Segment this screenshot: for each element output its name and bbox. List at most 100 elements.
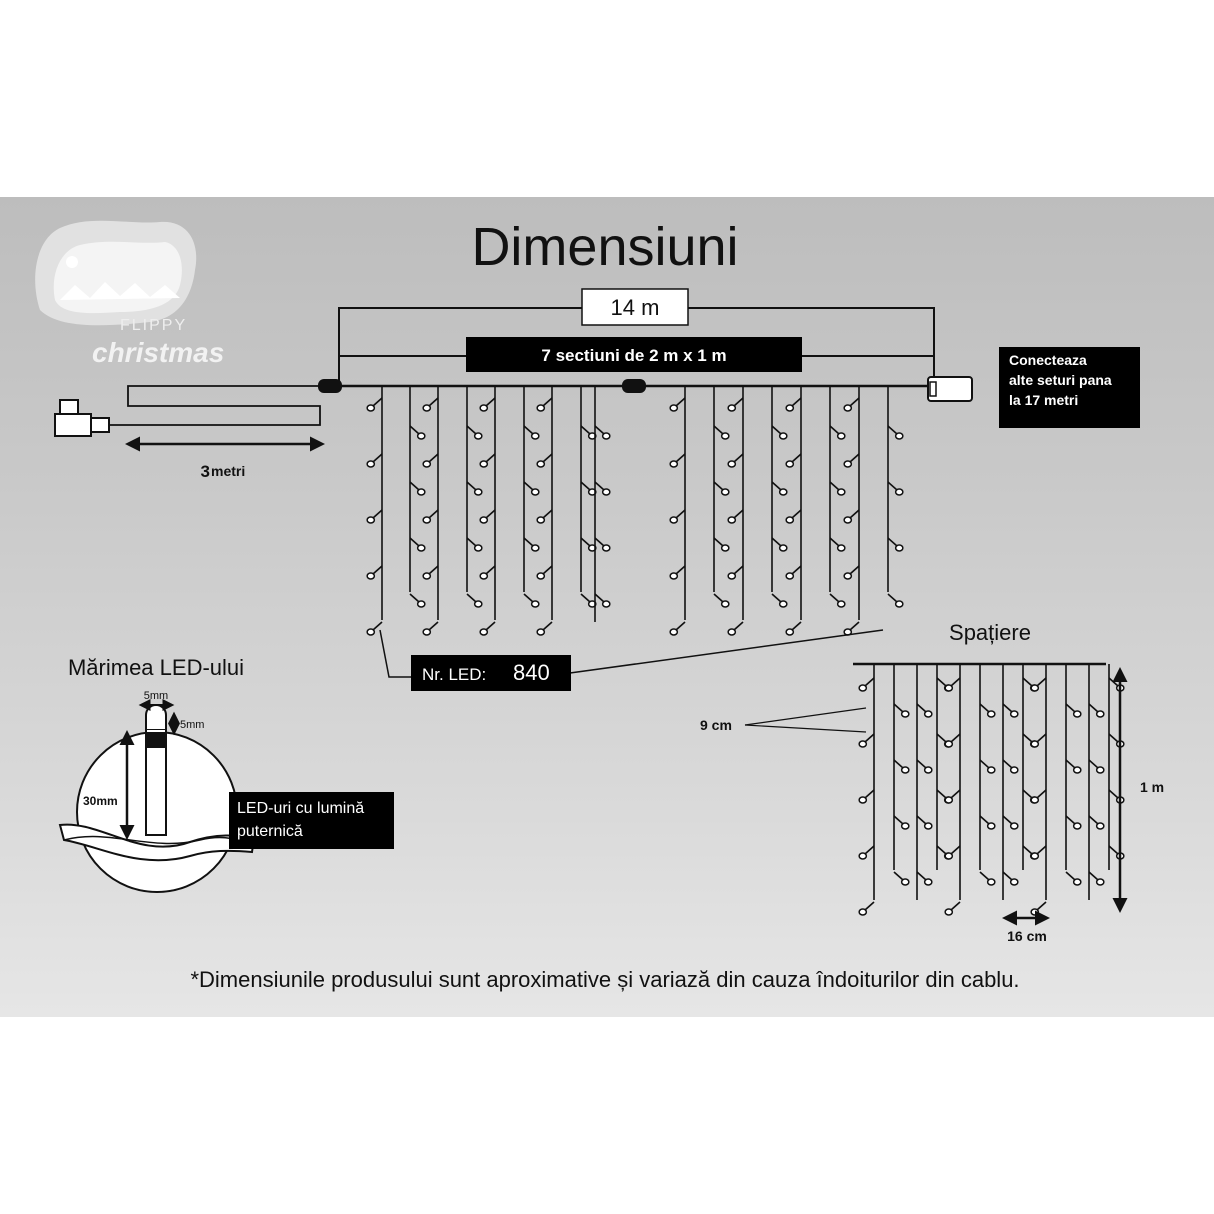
led-bulb (1009, 822, 1019, 830)
led-bulb (473, 432, 483, 440)
logo-text-christmas: christmas (92, 337, 224, 368)
led-bulb (479, 404, 489, 412)
led-bulb (536, 572, 546, 580)
connector-icon (622, 379, 646, 393)
led-bulb (479, 572, 489, 580)
led-bulb (422, 460, 432, 468)
led-bulb (778, 432, 788, 440)
led-bulb (530, 544, 540, 552)
led-bulb (944, 852, 954, 860)
connector-note-line-2: alte seturi pana (1009, 372, 1112, 388)
connector-note-line-3: la 17 metri (1009, 392, 1078, 408)
sections-dimension: 7 sectiuni de 2 m x 1 m (339, 337, 934, 372)
led-bulb (366, 572, 376, 580)
lead-length-unit: metri (211, 463, 245, 479)
led-bulb (944, 908, 954, 916)
led-bulb (366, 628, 376, 636)
led-bulb (986, 878, 996, 886)
led-bulb (669, 572, 679, 580)
led-bulb (944, 796, 954, 804)
led-length-label: 30mm (83, 794, 118, 808)
sections-label: 7 sectiuni de 2 m x 1 m (541, 346, 726, 365)
led-callout-line-1: LED-uri cu lumină (237, 800, 364, 817)
led-bulb (858, 740, 868, 748)
led-bulb (1009, 766, 1019, 774)
end-connector-icon (927, 376, 973, 402)
led-bulb (587, 432, 597, 440)
led-bulb (669, 460, 679, 468)
curtain-strands (366, 386, 904, 636)
led-bulb (536, 516, 546, 524)
led-bulb (536, 404, 546, 412)
led-bulb (727, 572, 737, 580)
led-bulb (900, 710, 910, 718)
led-bulb (530, 488, 540, 496)
led-bulb (720, 600, 730, 608)
led-bulb (601, 432, 611, 440)
led-bulb (366, 460, 376, 468)
led-count-value: 840 (513, 660, 550, 685)
led-bulb (720, 432, 730, 440)
lead-length-value: 3 (201, 462, 210, 481)
led-bulb (923, 822, 933, 830)
led-bulb (473, 488, 483, 496)
led-count-label: Nr. LED: (422, 665, 486, 684)
led-bulb (778, 488, 788, 496)
led-bulb (843, 516, 853, 524)
led-bulb (778, 600, 788, 608)
led-bulb (900, 766, 910, 774)
led-bulb (479, 628, 489, 636)
led-height-label: 5mm (180, 719, 204, 731)
led-bulb (923, 766, 933, 774)
led-bulb (1072, 710, 1082, 718)
led-bulb (785, 404, 795, 412)
led-bulb (473, 544, 483, 552)
led-bulb (944, 740, 954, 748)
led-bulb (669, 404, 679, 412)
led-bulb (1009, 878, 1019, 886)
led-bulb (366, 404, 376, 412)
led-bulb (1030, 796, 1040, 804)
led-bulb (587, 600, 597, 608)
led-bulb (601, 488, 611, 496)
connector-note-line-1: Conecteaza (1009, 352, 1087, 368)
led-bulb (727, 628, 737, 636)
total-length-label: 14 m (611, 295, 660, 320)
led-count: Nr. LED: 840 (379, 629, 884, 691)
led-bulb (530, 432, 540, 440)
led-bulb (669, 516, 679, 524)
led-bulb (727, 460, 737, 468)
led-bulb (1072, 766, 1082, 774)
led-bulb (894, 488, 904, 496)
spacing-title: Spațiere (949, 620, 1031, 645)
led-bulb (530, 600, 540, 608)
led-bulb (785, 572, 795, 580)
led-bulb (1030, 740, 1040, 748)
led-bulb (836, 432, 846, 440)
led-bulb (785, 516, 795, 524)
power-plug-icon (54, 413, 92, 437)
led-bulb (422, 628, 432, 636)
led-bulb (416, 432, 426, 440)
led-bulb (858, 852, 868, 860)
led-size-detail: Mărimea LED-ului 5mm 5mm 30mm LED-uri cu… (58, 655, 394, 893)
led-bulb (669, 628, 679, 636)
led-width-label: 5mm (144, 690, 168, 702)
led-bulb (1072, 822, 1082, 830)
spacing-horizontal-label: 16 cm (1007, 928, 1047, 944)
power-lead: 3 metri (54, 376, 973, 481)
led-bulb (843, 460, 853, 468)
led-bulb (923, 878, 933, 886)
led-bulb (727, 404, 737, 412)
led-bulb (1095, 710, 1105, 718)
sections-box (466, 337, 802, 372)
led-bulb (785, 460, 795, 468)
led-bulb (422, 572, 432, 580)
led-bulb (601, 544, 611, 552)
led-bulb (900, 878, 910, 886)
led-bulb (894, 544, 904, 552)
led-bulb (479, 516, 489, 524)
led-bulb (536, 628, 546, 636)
led-bulb (986, 766, 996, 774)
